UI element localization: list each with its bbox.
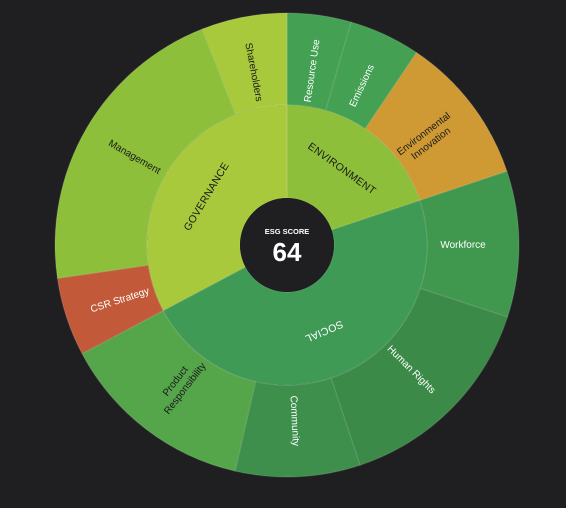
- center-circle: [240, 198, 334, 292]
- center-title: ESG SCORE: [265, 227, 310, 236]
- segment-community[interactable]: [234, 377, 361, 478]
- segment-label-workforce: Workforce: [440, 240, 486, 251]
- segment-label-community: Community: [288, 395, 301, 446]
- segment-label-workforce-line: Workforce: [440, 240, 486, 251]
- segment-label-community-line: Community: [288, 395, 301, 446]
- inner-ring: [146, 104, 428, 386]
- outer-ring: [54, 12, 520, 478]
- center-score: 64: [273, 237, 302, 267]
